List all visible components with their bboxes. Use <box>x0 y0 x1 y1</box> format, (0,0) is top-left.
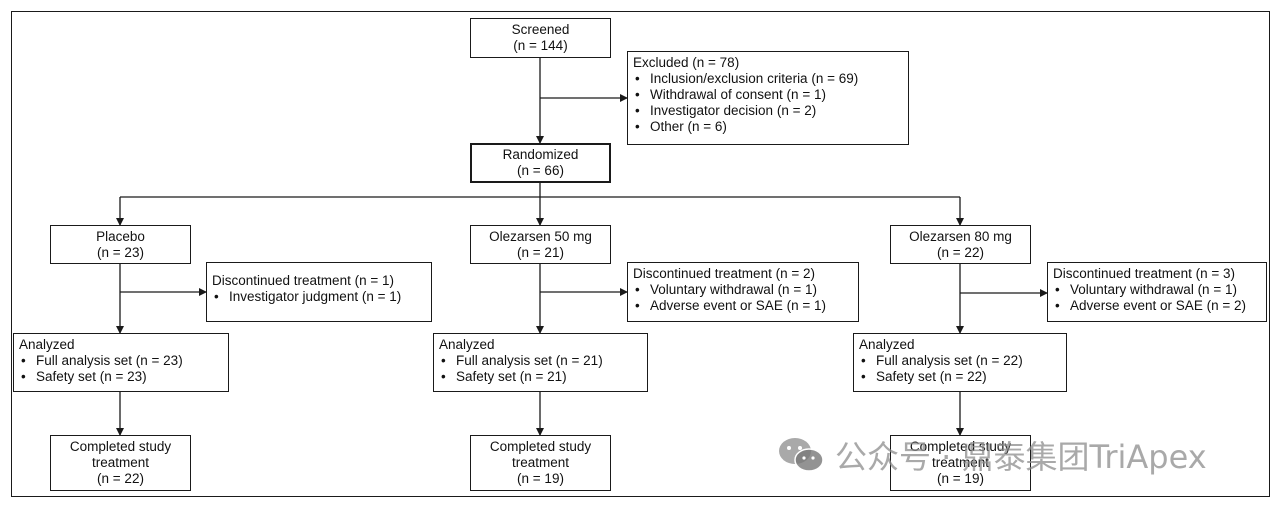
completed-line2: treatment <box>931 455 990 470</box>
excluded-item: Other (n = 6) <box>633 119 903 135</box>
arm-box-placebo: Placebo (n = 23) <box>50 225 191 264</box>
watermark-text: 公众号 · 鼎泰集团TriApex <box>835 438 1207 476</box>
completed-box-placebo: Completed study treatment (n = 22) <box>50 435 191 491</box>
discontinued-box-olezarsen-50: Discontinued treatment (n = 2) Voluntary… <box>627 262 859 322</box>
analyzed-item: Safety set (n = 22) <box>859 369 1061 385</box>
randomized-box: Randomized (n = 66) <box>470 143 611 183</box>
arm-name: Olezarsen 80 mg <box>909 228 1012 244</box>
discontinued-item: Voluntary withdrawal (n = 1) <box>1053 282 1261 298</box>
randomized-count: (n = 66) <box>517 163 564 178</box>
discontinued-box-olezarsen-80: Discontinued treatment (n = 3) Voluntary… <box>1047 262 1267 322</box>
screened-box: Screened (n = 144) <box>470 18 611 58</box>
discontinued-item: Investigator judgment (n = 1) <box>212 289 426 305</box>
completed-line1: Completed study <box>69 439 172 454</box>
excluded-box: Excluded (n = 78) Inclusion/exclusion cr… <box>627 51 909 145</box>
analyzed-item: Full analysis set (n = 22) <box>859 353 1061 369</box>
completed-box-olezarsen-80: Completed study treatment (n = 19) <box>890 435 1031 491</box>
completed-count: (n = 22) <box>97 471 144 486</box>
discontinued-item: Voluntary withdrawal (n = 1) <box>633 282 853 298</box>
excluded-item: Investigator decision (n = 2) <box>633 103 903 119</box>
excluded-item: Inclusion/exclusion criteria (n = 69) <box>633 71 903 87</box>
arm-count: (n = 21) <box>517 244 564 260</box>
excluded-title: Excluded (n = 78) <box>633 55 740 70</box>
completed-box-olezarsen-50: Completed study treatment (n = 19) <box>470 435 611 491</box>
completed-line1: Completed study <box>909 439 1012 454</box>
discontinued-item: Adverse event or SAE (n = 2) <box>1053 298 1261 314</box>
diagram-frame <box>11 11 1270 497</box>
screened-title: Screened <box>511 22 570 37</box>
completed-count: (n = 19) <box>937 471 984 486</box>
discontinued-title: Discontinued treatment (n = 1) <box>212 273 394 288</box>
analyzed-title: Analyzed <box>19 337 75 352</box>
analyzed-item: Full analysis set (n = 21) <box>439 353 642 369</box>
arm-name: Placebo <box>96 228 145 244</box>
completed-line2: treatment <box>91 455 150 470</box>
analyzed-item: Full analysis set (n = 23) <box>19 353 223 369</box>
wechat-icon <box>779 438 824 472</box>
discontinued-title: Discontinued treatment (n = 3) <box>1053 266 1235 281</box>
arm-name: Olezarsen 50 mg <box>489 228 592 244</box>
discontinued-title: Discontinued treatment (n = 2) <box>633 266 815 281</box>
randomized-title: Randomized <box>502 147 579 162</box>
arm-box-olezarsen-80: Olezarsen 80 mg (n = 22) <box>890 225 1031 264</box>
screened-count: (n = 144) <box>513 38 568 53</box>
analyzed-title: Analyzed <box>859 337 915 352</box>
arm-box-olezarsen-50: Olezarsen 50 mg (n = 21) <box>470 225 611 264</box>
discontinued-box-placebo: Discontinued treatment (n = 1) Investiga… <box>206 262 432 322</box>
analyzed-box-placebo: Analyzed Full analysis set (n = 23) Safe… <box>13 333 229 392</box>
analyzed-item: Safety set (n = 23) <box>19 369 223 385</box>
discontinued-item: Adverse event or SAE (n = 1) <box>633 298 853 314</box>
excluded-item: Withdrawal of consent (n = 1) <box>633 87 903 103</box>
completed-line2: treatment <box>511 455 570 470</box>
arm-count: (n = 23) <box>97 244 144 260</box>
analyzed-box-olezarsen-80: Analyzed Full analysis set (n = 22) Safe… <box>853 333 1067 392</box>
completed-count: (n = 19) <box>517 471 564 486</box>
analyzed-item: Safety set (n = 21) <box>439 369 642 385</box>
analyzed-box-olezarsen-50: Analyzed Full analysis set (n = 21) Safe… <box>433 333 648 392</box>
arm-count: (n = 22) <box>937 244 984 260</box>
analyzed-title: Analyzed <box>439 337 495 352</box>
watermark: 公众号 · 鼎泰集团TriApex <box>777 432 1207 478</box>
completed-line1: Completed study <box>489 439 592 454</box>
